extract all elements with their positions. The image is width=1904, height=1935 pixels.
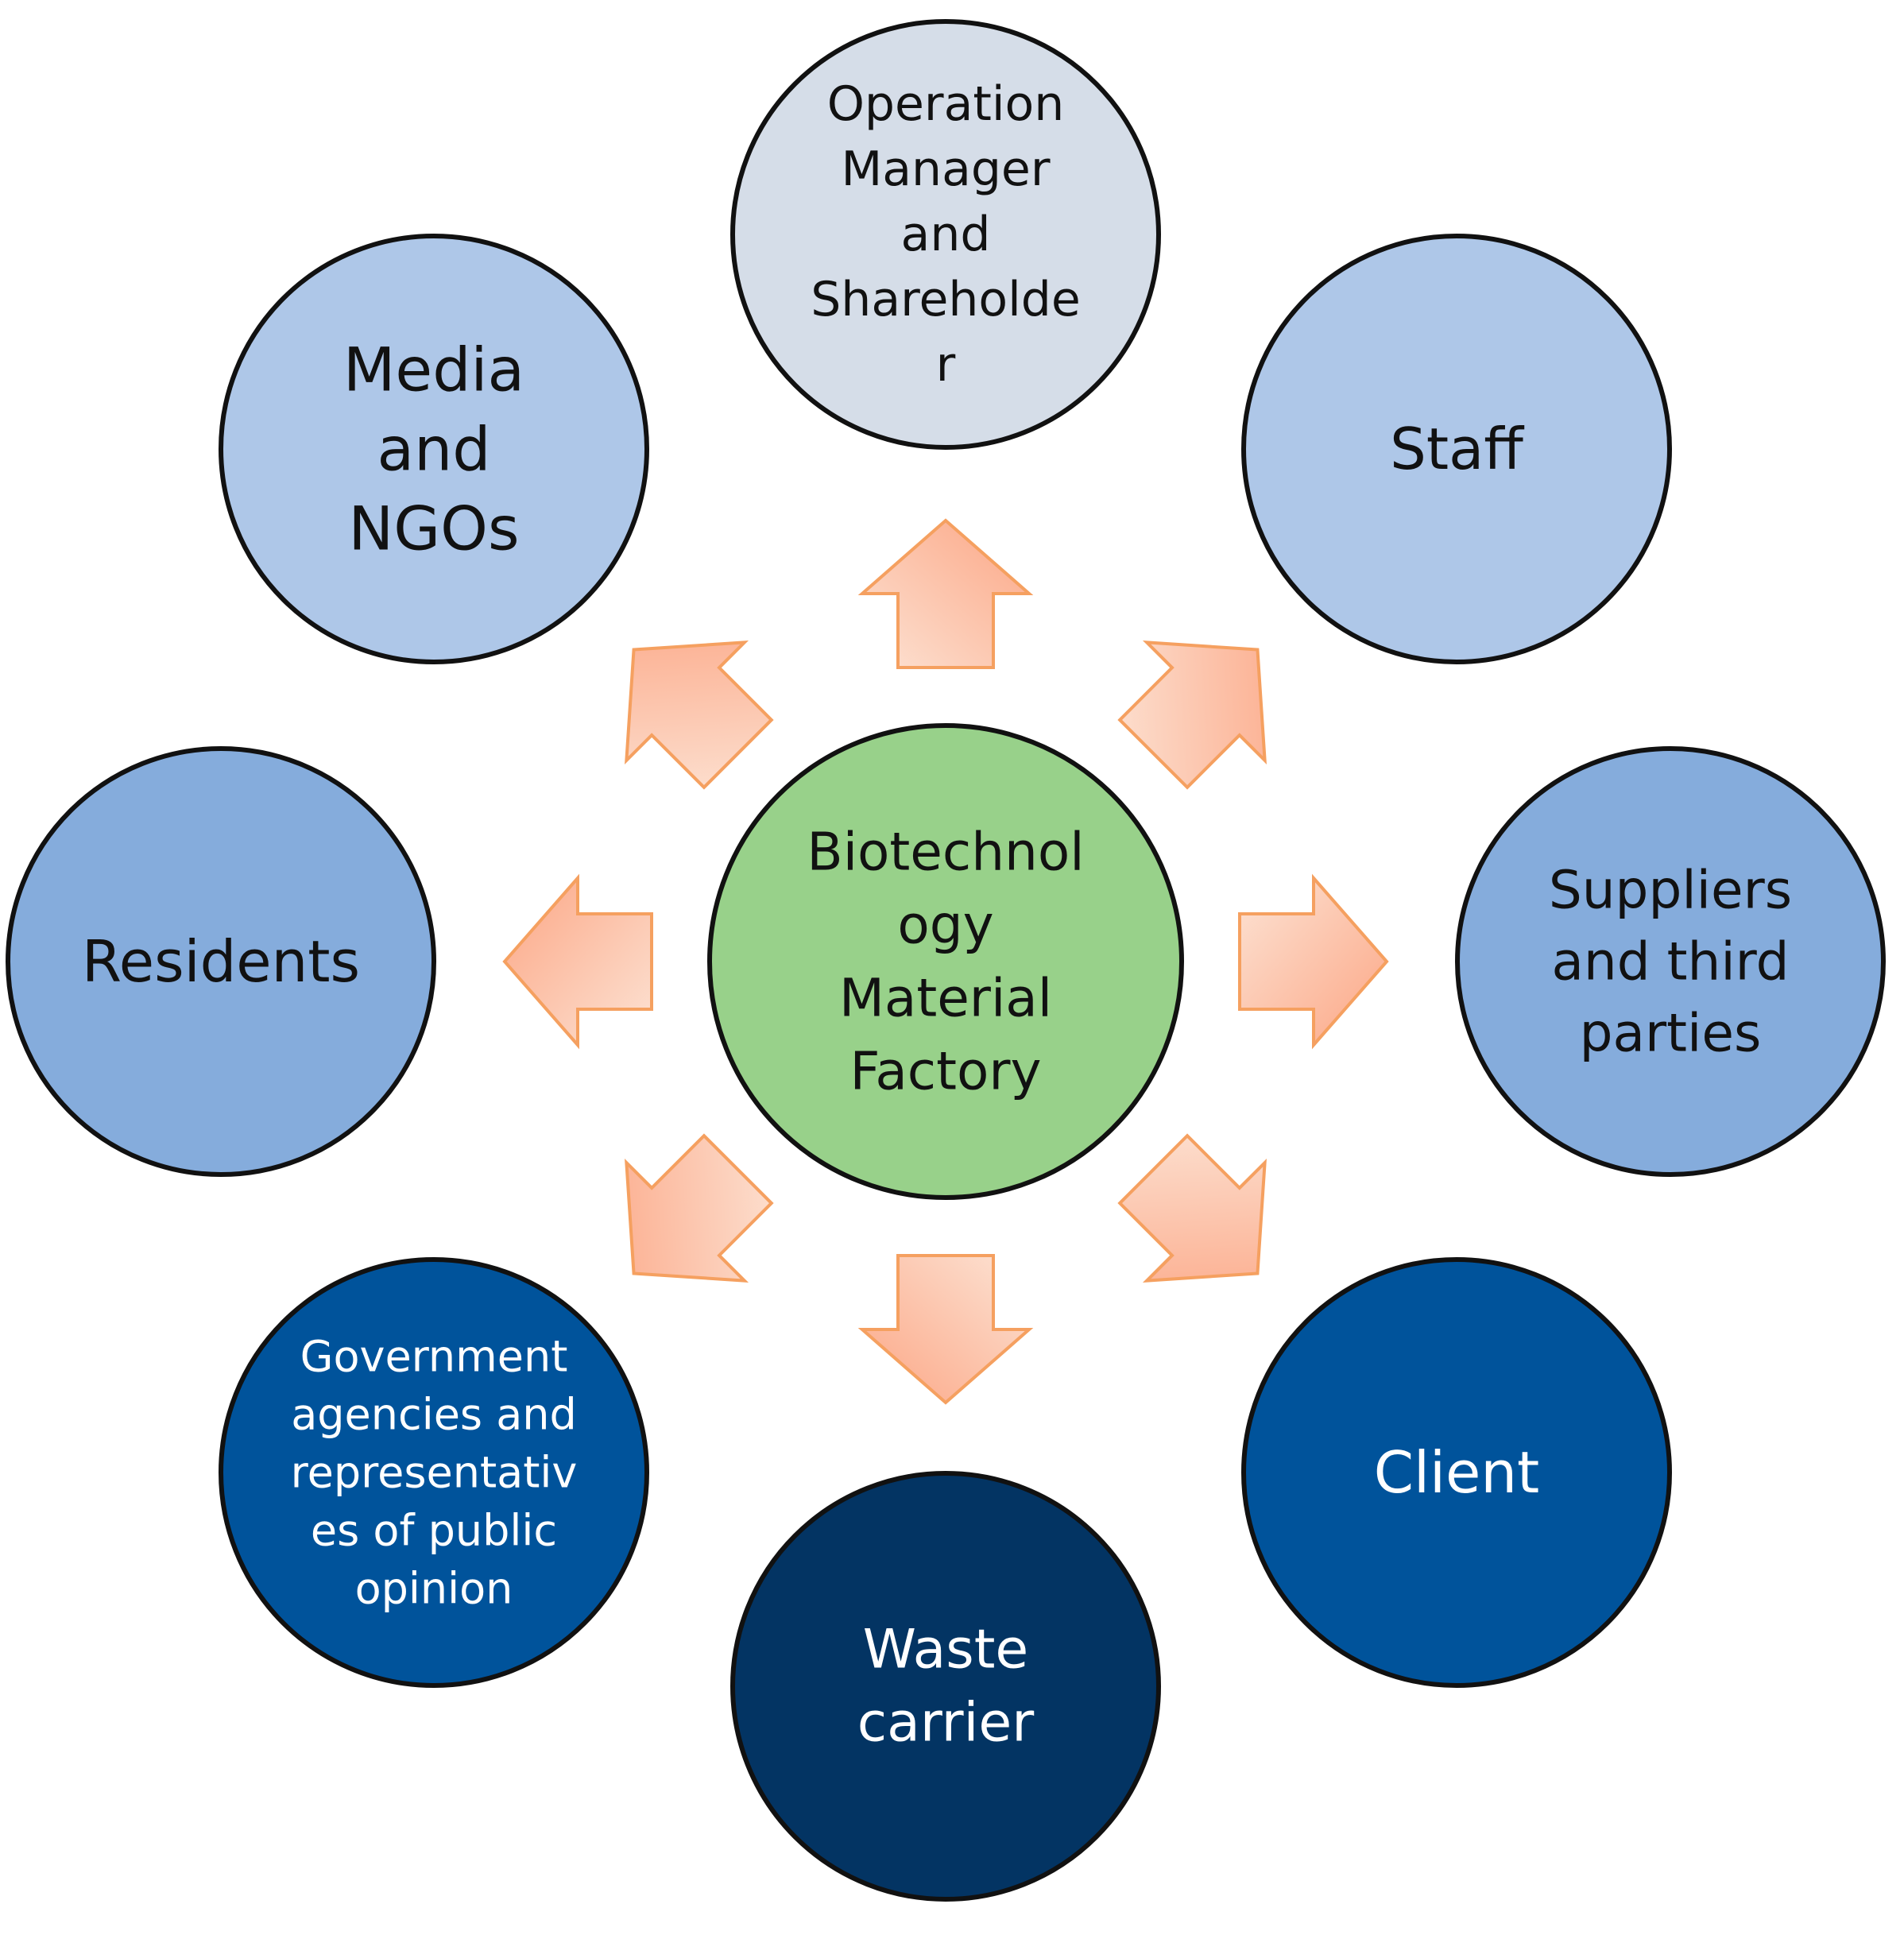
- arrow-left-icon: [502, 873, 653, 1050]
- node-label-line: carrier: [857, 1692, 1035, 1755]
- node-label-line: r: [936, 337, 956, 393]
- arrow-right-icon: [1238, 873, 1389, 1050]
- arrow-up-icon: [857, 518, 1034, 669]
- node-label-line: es of public: [311, 1506, 557, 1556]
- node-label-line: Waste: [863, 1619, 1028, 1682]
- arrow-down-icon: [857, 1254, 1034, 1405]
- node-circle: [730, 1471, 1161, 1902]
- node-label-line: Residents: [82, 928, 360, 995]
- arrow-down-right-icon: [1117, 1133, 1267, 1283]
- arrows-layer: [502, 518, 1389, 1405]
- node-label-line: Factory: [849, 1041, 1041, 1102]
- node-circle: [219, 234, 649, 664]
- arrow-up-right-icon: [1117, 640, 1267, 790]
- node-label-line: Biotechnol: [807, 822, 1084, 883]
- node-label-line: Suppliers: [1549, 860, 1792, 921]
- node-client: Client: [1241, 1257, 1672, 1688]
- node-label-line: and third: [1551, 931, 1789, 993]
- node-government: Government agencies and representativ es of…: [219, 1257, 649, 1688]
- node-label-line: Government: [300, 1332, 568, 1382]
- node-label-line: Media: [343, 335, 524, 405]
- node-circle: [730, 19, 1161, 450]
- nodes-layer: OperationManagerandShareholderStaffSuppl…: [6, 19, 1886, 1902]
- node-circle: [219, 1257, 649, 1688]
- node-label-line: ogy: [897, 895, 993, 956]
- arrow-down-left-icon: [625, 1133, 774, 1283]
- node-label-line: Client: [1374, 1439, 1539, 1506]
- node-label-line: Operation: [827, 76, 1065, 132]
- node-label-line: representativ: [291, 1448, 578, 1498]
- node-circle: [707, 723, 1184, 1200]
- arrow-up-left-icon: [625, 640, 774, 790]
- node-circle: [1455, 746, 1886, 1177]
- node-suppliers: Suppliers and third parties: [1455, 746, 1886, 1177]
- node-label-line: Staff: [1390, 416, 1524, 482]
- node-label-line: opinion: [355, 1564, 513, 1614]
- node-label-line: Material: [839, 968, 1052, 1029]
- node-label-line: Shareholde: [811, 272, 1081, 327]
- node-circle: [1241, 234, 1672, 664]
- node-label-line: NGOs: [348, 493, 519, 564]
- node-label-line: agencies and: [291, 1390, 577, 1440]
- node-waste-carrier: Waste carrier: [730, 1471, 1161, 1902]
- node-staff: Staff: [1241, 234, 1672, 664]
- node-circle: [1241, 1257, 1672, 1688]
- node-label-line: Manager: [842, 141, 1051, 197]
- node-label-line: parties: [1580, 1003, 1762, 1064]
- node-circle: [6, 746, 436, 1177]
- node-label-line: and: [901, 207, 991, 262]
- node-label-line: and: [377, 414, 491, 485]
- node-residents: Residents: [6, 746, 436, 1177]
